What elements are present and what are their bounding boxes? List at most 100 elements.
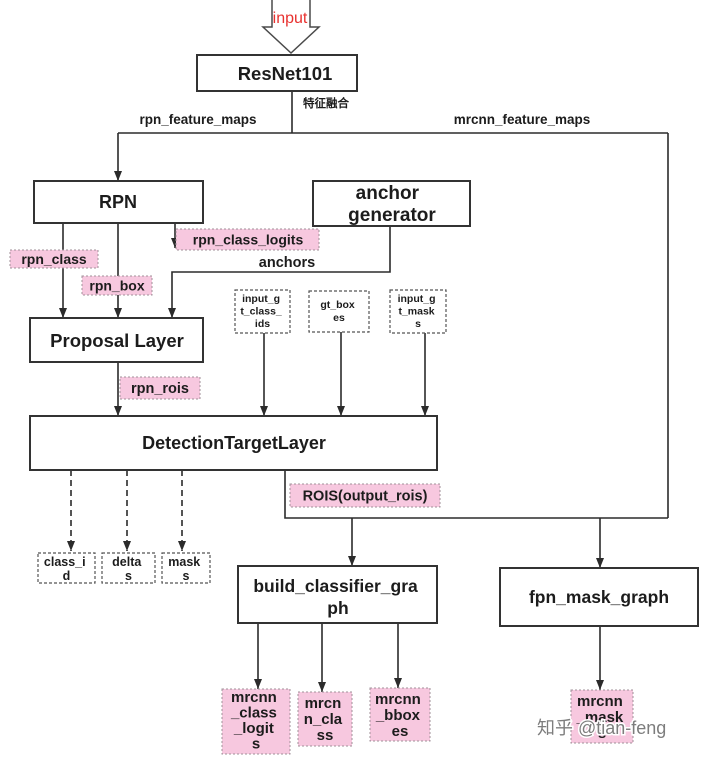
- node-proposal-layer: Proposal Layer: [29, 317, 204, 363]
- target-class-ids-line-2: d: [63, 569, 71, 583]
- gt-input-boxes-box: [308, 290, 370, 333]
- mrcnn-feature-maps-label: mrcnn_feature_maps: [454, 112, 591, 127]
- node-build-classifier-graph-label: build_classifier_gra ph: [253, 576, 422, 618]
- gt-input-class-ids: input_g t_class_ ids: [234, 289, 291, 334]
- tensor-mrcnn-class-logits-line-3: _logit: [233, 720, 274, 737]
- gt-input-boxes-line-2: es: [333, 312, 345, 324]
- tensor-rpn-class-label: rpn_class: [21, 251, 87, 267]
- tensor-mrcnn-class: mrcn n_cla ss: [297, 691, 353, 747]
- tensor-rpn-rois: rpn_rois: [119, 376, 201, 400]
- node-detection-target-layer: DetectionTargetLayer: [29, 415, 438, 471]
- feature-fusion-label: 特征融合: [303, 96, 349, 110]
- target-class-ids-line-1: class_i: [44, 555, 86, 569]
- gt-input-boxes-label: gt_box es: [320, 299, 357, 324]
- target-masks: mask s: [161, 552, 211, 584]
- target-masks-line-2: s: [183, 569, 190, 583]
- target-masks-line-1: mask: [168, 555, 200, 569]
- tensor-mrcnn-mask: mrcnn _mask s: [570, 689, 634, 744]
- target-deltas-box: [101, 552, 156, 584]
- tensor-mrcnn-class-logits-box: [221, 688, 291, 755]
- tensor-output-rois-box: [289, 483, 441, 508]
- tensor-mrcnn-class-logits-line-4: s: [252, 736, 260, 753]
- target-deltas-line-1: delta: [112, 555, 142, 569]
- gt-input-boxes: gt_box es: [308, 290, 370, 333]
- tensor-rpn-class-logits-box: [175, 228, 320, 251]
- node-rpn-label: RPN: [99, 192, 137, 212]
- node-detection-target-layer-label: DetectionTargetLayer: [142, 433, 326, 453]
- node-resnet101-label: ResNet101: [238, 63, 333, 84]
- gt-input-masks-line-2: t_mask: [398, 306, 434, 318]
- input-hollow-arrow: [261, 0, 321, 55]
- tensor-mrcnn-mask-box: [570, 689, 634, 744]
- node-anchor-generator-box: [312, 180, 471, 227]
- node-detection-target-layer-box: [29, 415, 438, 471]
- edges: [59, 91, 669, 692]
- tensor-mrcnn-bbox-box: [369, 687, 431, 742]
- gt-input-boxes-line-1: gt_box: [320, 299, 355, 311]
- gt-input-class-ids-line-1: input_g: [242, 293, 280, 305]
- gt-input-masks-label: input_g t_mask s: [398, 293, 439, 330]
- node-anchor-generator-label: anchor generator: [348, 183, 436, 226]
- gt-input-class-ids-label: input_g t_class_ ids: [240, 293, 284, 330]
- node-fpn-mask-graph: fpn_mask_graph: [499, 567, 699, 627]
- tensor-rpn-rois-box: [119, 376, 201, 400]
- target-class-ids-label: class_i d: [44, 555, 89, 583]
- node-rpn: RPN: [33, 180, 204, 224]
- node-resnet101-box: [196, 54, 358, 92]
- tensor-output-rois: ROIS(output_rois): [289, 483, 441, 508]
- target-masks-box: [161, 552, 211, 584]
- target-masks-label: mask s: [168, 555, 203, 583]
- rpn-feature-maps-label: rpn_feature_maps: [139, 112, 256, 127]
- tensor-rpn-class-logits-label: rpn_class_logits: [193, 232, 304, 248]
- input-arrow-group: input: [261, 0, 321, 55]
- gt-input-class-ids-line-2: t_class_: [240, 306, 282, 318]
- edge-anchors-to-proposal: [168, 226, 391, 318]
- tensor-rpn-box-box: [81, 275, 153, 296]
- tensor-mrcnn-class-line-3: ss: [317, 727, 334, 744]
- watermark-text: 知乎 @tian-feng: [537, 718, 666, 738]
- input-label: input: [273, 10, 308, 27]
- gt-input-class-ids-box: [234, 289, 291, 334]
- tensor-mrcnn-bbox-line-3: es: [392, 723, 409, 740]
- tensor-mrcnn-class-label: mrcn n_cla ss: [304, 695, 347, 744]
- node-build-classifier-graph-line-2: ph: [327, 598, 348, 618]
- node-fpn-mask-graph-label: fpn_mask_graph: [529, 587, 669, 607]
- node-fpn-mask-graph-box: [499, 567, 699, 627]
- node-build-classifier-graph-box: [237, 565, 438, 624]
- node-build-classifier-graph-line-1: build_classifier_gra: [253, 576, 418, 596]
- tensor-rpn-box: rpn_box: [81, 275, 153, 296]
- target-deltas: delta s: [101, 552, 156, 584]
- tensor-mrcnn-mask-line-3: s: [598, 725, 606, 742]
- tensor-mrcnn-class-logits-label: mrcnn _class _logit s: [230, 689, 281, 753]
- target-class-ids: class_i d: [37, 552, 96, 584]
- tensor-mrcnn-class-box: [297, 691, 353, 747]
- node-anchor-generator-line-1: anchor: [356, 183, 420, 204]
- target-deltas-line-2: s: [125, 569, 132, 583]
- gt-input-masks-box: [389, 289, 447, 334]
- tensor-rpn-class-box: [9, 249, 99, 269]
- node-resnet101: ResNet101: [196, 54, 358, 92]
- gt-input-masks-line-1: input_g: [398, 293, 436, 305]
- node-proposal-layer-box: [29, 317, 204, 363]
- tensor-mrcnn-class-logits-line-2: _class: [230, 705, 277, 722]
- tensor-mrcnn-class-logits-line-1: mrcnn: [231, 689, 277, 706]
- tensor-mrcnn-mask-line-2: _mask: [576, 709, 624, 726]
- tensor-mrcnn-mask-line-1: mrcnn: [577, 693, 623, 710]
- tensor-rpn-class-logits: rpn_class_logits: [175, 228, 320, 251]
- tensor-rpn-class: rpn_class: [9, 249, 99, 269]
- gt-input-masks: input_g t_mask s: [389, 289, 447, 334]
- tensor-mrcnn-bbox: mrcnn _bbox es: [369, 687, 431, 742]
- node-build-classifier-graph: build_classifier_gra ph: [237, 565, 438, 624]
- tensor-mrcnn-mask-label: mrcnn _mask s: [576, 693, 628, 742]
- tensor-mrcnn-class-logits: mrcnn _class _logit s: [221, 688, 291, 755]
- node-anchor-generator-line-2: generator: [348, 205, 436, 226]
- edge-labels: 特征融合 rpn_feature_maps mrcnn_feature_maps…: [139, 96, 590, 271]
- tensor-mrcnn-bbox-line-1: mrcnn: [375, 691, 421, 708]
- node-rpn-box: [33, 180, 204, 224]
- gt-input-class-ids-line-3: ids: [255, 318, 270, 330]
- tensor-output-rois-label: ROIS(output_rois): [303, 489, 428, 505]
- edge-output-rois-bus: [284, 470, 668, 519]
- tensor-mrcnn-class-line-1: mrcn: [305, 695, 342, 712]
